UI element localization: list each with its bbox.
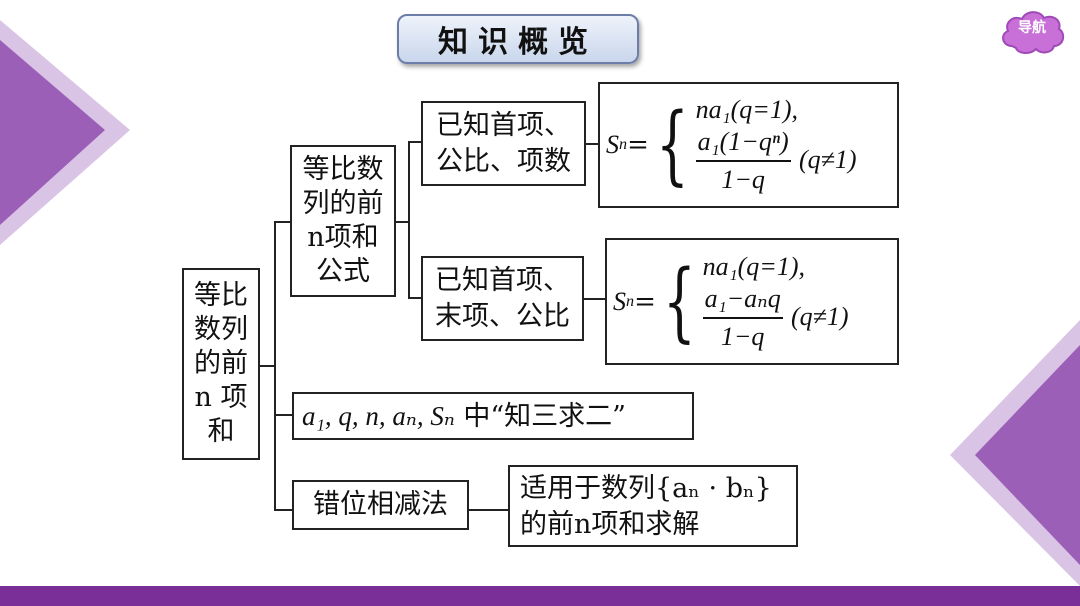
case1-node: 已知首项、 公比、项数 <box>421 101 586 186</box>
fraction-numerator: a₁−aₙq <box>702 283 783 319</box>
branch1-line: n项和 <box>307 222 379 253</box>
brace-icon: { <box>655 95 689 195</box>
root-line: n 项 <box>194 382 248 413</box>
connector-branch1-vertical <box>408 141 410 299</box>
nav-button-label[interactable]: 导航 <box>1018 20 1046 36</box>
connector-case1-formula <box>584 143 600 145</box>
branch1-line: 等比数 <box>302 154 384 185</box>
case-a: na₁(q=1), <box>702 251 805 281</box>
formula-lhs: S <box>606 130 619 159</box>
left-triangle-inner <box>0 40 105 225</box>
case2-label-line: 已知首项、 <box>435 264 570 296</box>
branch1-line: 公式 <box>316 256 370 287</box>
formula-cases: na₁(q=1), a₁(1−qⁿ) 1−q (q≠1) <box>695 94 857 196</box>
branch-method-node: 错位相减法 <box>292 480 469 530</box>
fraction: a₁−aₙq 1−q <box>702 283 783 353</box>
case2-label-line: 末项、公比 <box>435 300 570 332</box>
formula-eq: = <box>627 130 649 160</box>
connector-root <box>258 365 276 367</box>
case1-label-line: 已知首项、 <box>436 109 571 141</box>
case-a: na₁(q=1), <box>695 95 798 124</box>
connector-branch1-out <box>394 221 410 223</box>
root-line: 等比 <box>194 280 248 311</box>
case-b-condition: (q≠1) <box>798 145 857 174</box>
fraction-denominator: 1−q <box>721 165 765 194</box>
connector-branch3 <box>274 509 294 511</box>
page-title: 知识概览 <box>397 14 639 64</box>
branch-know-three-node: a₁, q, n, aₙ, Sₙ 中“知三求二” <box>292 392 694 440</box>
formula-cases: na₁(q=1), a₁−aₙq 1−q (q≠1) <box>702 251 849 353</box>
branch2-vars: a₁, q, n, aₙ, Sₙ <box>302 401 455 431</box>
case1-label-line: 公比、项数 <box>436 145 571 177</box>
case-b-condition: (q≠1) <box>790 301 849 331</box>
fraction-numerator: a₁(1−qⁿ) <box>695 126 791 162</box>
branch1-line: 列的前 <box>302 188 384 219</box>
case2-node: 已知首项、 末项、公比 <box>421 256 584 341</box>
connector-branch2 <box>274 414 294 416</box>
connector-case1 <box>408 141 423 143</box>
branch2-text: 中“知三求二” <box>454 401 626 432</box>
formula-lhs: S <box>613 286 626 316</box>
connector-branch1 <box>274 221 292 223</box>
connector-case2-formula <box>582 298 607 300</box>
method-desc-line: 适用于数列{aₙ · bₙ} <box>520 473 772 504</box>
connector-branch3-desc <box>468 509 510 511</box>
root-line: 和 <box>207 416 235 447</box>
brace-icon: { <box>662 251 696 352</box>
connector-root-vertical <box>274 221 276 511</box>
root-node: 等比 数列 的前 n 项 和 <box>182 268 260 460</box>
nav-cloud-icon[interactable] <box>998 6 1066 58</box>
right-triangle-inner <box>975 345 1080 565</box>
root-line: 数列 <box>194 314 248 345</box>
formula-eq: = <box>634 286 656 317</box>
fraction-denominator: 1−q <box>720 321 765 351</box>
connector-case2 <box>408 297 423 299</box>
branch-formula-node: 等比数 列的前 n项和 公式 <box>290 145 396 297</box>
fraction: a₁(1−qⁿ) 1−q <box>695 126 791 196</box>
bottom-bar <box>0 586 1080 606</box>
root-line: 的前 <box>194 348 248 379</box>
branch-method-desc: 适用于数列{aₙ · bₙ} 的前n项和求解 <box>508 465 798 547</box>
method-desc-line: 的前n项和求解 <box>520 509 700 540</box>
